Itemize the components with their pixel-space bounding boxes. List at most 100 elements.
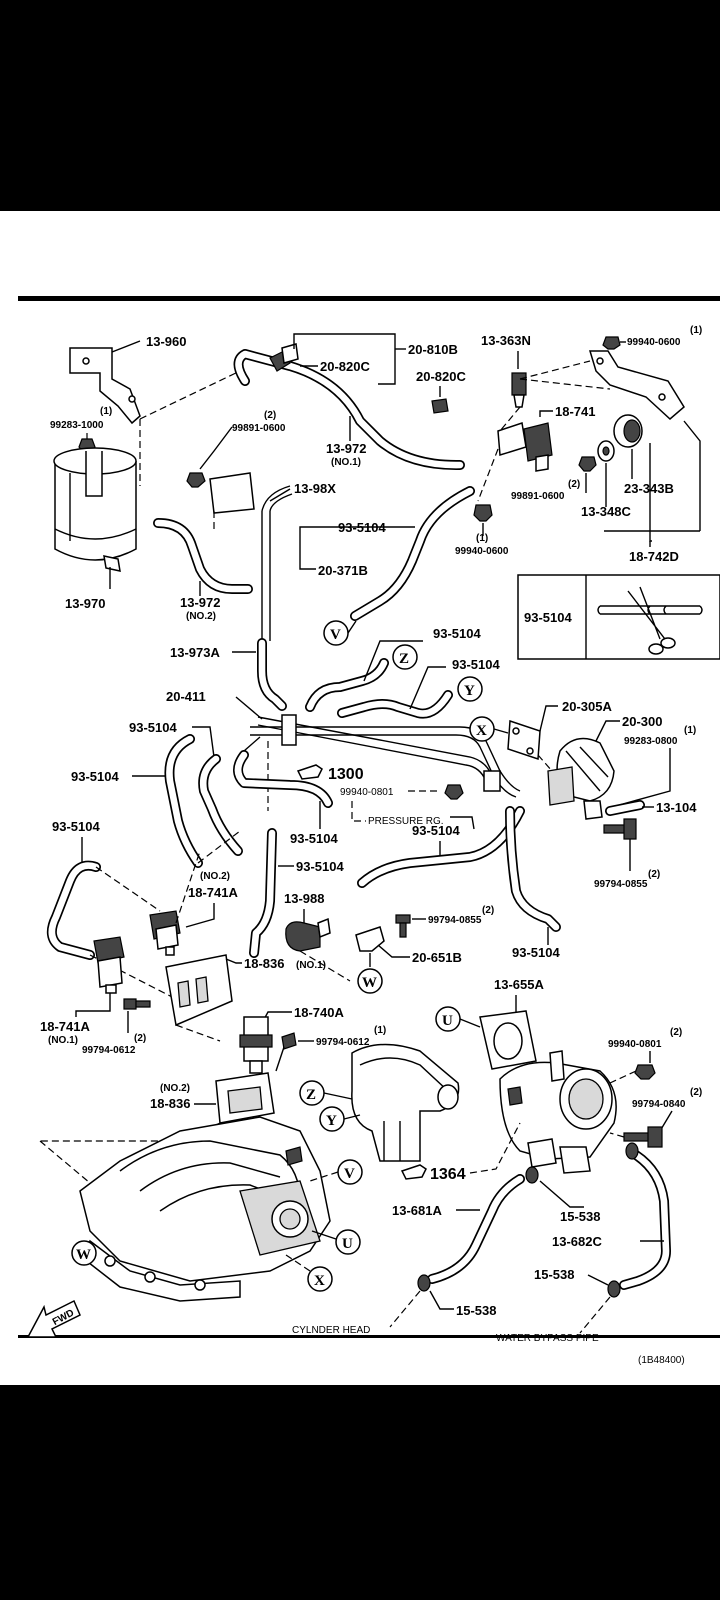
- label-13-98x: 13-98X: [294, 481, 336, 496]
- label-93-5104-e: 93-5104: [71, 769, 119, 784]
- label-pressure-rg: PRESSURE RG.: [368, 816, 444, 827]
- callout-v2: V: [337, 1159, 363, 1185]
- svg-text:U: U: [342, 1236, 353, 1252]
- label-13-104: 13-104: [656, 800, 697, 815]
- note-18-836-no1: (NO.1): [296, 960, 326, 971]
- label-99794-0855-a: 99794-0855: [594, 879, 648, 890]
- top-rule: [18, 296, 720, 301]
- svg-text:X: X: [476, 723, 487, 739]
- sensor-13-988: [285, 917, 331, 952]
- label-cylinder-head: CYLNDER HEAD: [292, 1325, 370, 1336]
- note-18-836-no2: (NO.2): [160, 1083, 190, 1094]
- canister-13-970: [53, 447, 137, 572]
- hose-13-972-no1: [233, 349, 465, 471]
- label-20-305a: 20-305A: [562, 699, 612, 714]
- figure-id: (1B48400): [638, 1355, 685, 1366]
- svg-text:W: W: [362, 975, 377, 991]
- hose-93-5104-a: [350, 486, 475, 621]
- note-18-741a-no1: (NO.1): [48, 1035, 78, 1046]
- nut-99940-0600-a: [602, 336, 621, 350]
- svg-text:X: X: [314, 1273, 325, 1289]
- parts-diagram: 13-960 (1) 99283-1000 13-970 13-972 (NO.…: [18, 296, 720, 1366]
- hose-93-5104-i: [249, 828, 277, 958]
- label-13-681a: 13-681A: [392, 1203, 442, 1218]
- callout-w2: W: [71, 1240, 97, 1266]
- label-13-972-no2: 13-972: [180, 595, 220, 610]
- bracket-18-742d: [588, 350, 685, 421]
- label-13-655a: 13-655A: [494, 977, 544, 992]
- svg-text:V: V: [344, 1166, 355, 1182]
- valve-body-20-300: [547, 737, 615, 820]
- label-13-973a: 13-973A: [170, 645, 220, 660]
- label-20-651b: 20-651B: [412, 950, 462, 965]
- label-99794-0855-b: 99794-0855: [428, 915, 482, 926]
- clamp-15-538-d: [625, 1142, 639, 1160]
- callout-y: Y: [457, 676, 483, 702]
- label-18-741: 18-741: [555, 404, 595, 419]
- label-water-bypass-pipe: WATER BYPASS PIPE: [496, 1333, 599, 1344]
- svg-text:W: W: [76, 1247, 91, 1263]
- gasket-13-655a: [479, 1010, 537, 1070]
- callout-z: Z: [392, 644, 418, 670]
- pointer-hand-icon-2: [400, 1164, 427, 1180]
- label-99794-0612-b: 99794-0612: [316, 1037, 370, 1048]
- svg-text:U: U: [442, 1013, 453, 1029]
- hose-93-5104-h: [505, 806, 561, 932]
- hose-13-973a: [257, 638, 287, 711]
- qty-99794-0840: (2): [690, 1087, 702, 1098]
- inset-hose-cutting: [517, 574, 720, 660]
- label-99891-0600-a: 99891-0600: [232, 423, 286, 434]
- note-13-972-no2: (NO.2): [186, 611, 216, 622]
- diagram-sheet: 13-960 (1) 99283-1000 13-970 13-972 (NO.…: [0, 211, 720, 1385]
- qty-99891-0600-a: (2): [264, 410, 276, 421]
- throttle-body: [499, 1050, 617, 1174]
- qty-99794-0855-b: (2): [482, 905, 494, 916]
- label-18-741a-no1: 18-741A: [40, 1019, 90, 1034]
- label-99940-0600-a: 99940-0600: [627, 337, 681, 348]
- label-93-5104-inset: 93-5104: [524, 610, 572, 625]
- label-13-363n: 13-363N: [481, 333, 531, 348]
- label-18-742d: 18-742D: [629, 549, 679, 564]
- pointer-hand-icon: [296, 764, 323, 780]
- qty-99283-1000: (1): [100, 406, 112, 417]
- label-15-538-c: 15-538: [456, 1303, 496, 1318]
- label-23-343b: 23-343B: [624, 481, 674, 496]
- label-13-682c: 13-682C: [552, 1234, 602, 1249]
- valve-18-740a: [239, 1016, 273, 1074]
- label-18-836-no1: 18-836: [244, 956, 284, 971]
- label-93-5104-h: 93-5104: [512, 945, 560, 960]
- ref-1364: 1364: [430, 1166, 466, 1183]
- svg-text:Y: Y: [326, 1113, 337, 1129]
- bracket-18-836-no1: [165, 954, 233, 1027]
- clip-20-820c-b: [431, 398, 449, 414]
- hose-93-5104-b: [305, 658, 389, 712]
- label-93-5104-g: 93-5104: [412, 823, 460, 838]
- callout-y2: Y: [319, 1106, 345, 1132]
- qty-99940-0801-b: (2): [670, 1027, 682, 1038]
- hose-93-5104-f: [233, 750, 333, 808]
- label-99940-0600-b: 99940-0600: [455, 546, 509, 557]
- qty-99794-0612-b: (1): [374, 1025, 386, 1036]
- label-20-810b: 20-810B: [408, 342, 458, 357]
- callout-z2: Z: [299, 1080, 325, 1106]
- label-13-348c: 13-348C: [581, 504, 631, 519]
- label-18-740a: 18-740A: [294, 1005, 344, 1020]
- label-15-538-b: 15-538: [534, 1267, 574, 1282]
- nut-99940-0600-b: [473, 504, 493, 522]
- hose-93-5104-c: [337, 690, 453, 719]
- callout-x2: X: [307, 1266, 333, 1292]
- label-13-960: 13-960: [146, 334, 186, 349]
- solenoid-18-741a-no1: [93, 936, 125, 994]
- label-18-836-no2: 18-836: [150, 1096, 190, 1111]
- qty-99794-0612-a: (2): [134, 1033, 146, 1044]
- nut-99940-0801-a: [444, 784, 464, 800]
- clamp-15-538-b: [607, 1280, 621, 1298]
- label-13-970: 13-970: [65, 596, 105, 611]
- clamp-15-538-c: [417, 1274, 431, 1292]
- qty-99794-0855-a: (2): [648, 869, 660, 880]
- label-93-5104-f: 93-5104: [290, 831, 338, 846]
- qty-99891-0600-b: (2): [568, 479, 580, 490]
- label-99283-1000: 99283-1000: [50, 420, 104, 431]
- hose-13-972-no2: [153, 518, 253, 594]
- label-13-988: 13-988: [284, 891, 324, 906]
